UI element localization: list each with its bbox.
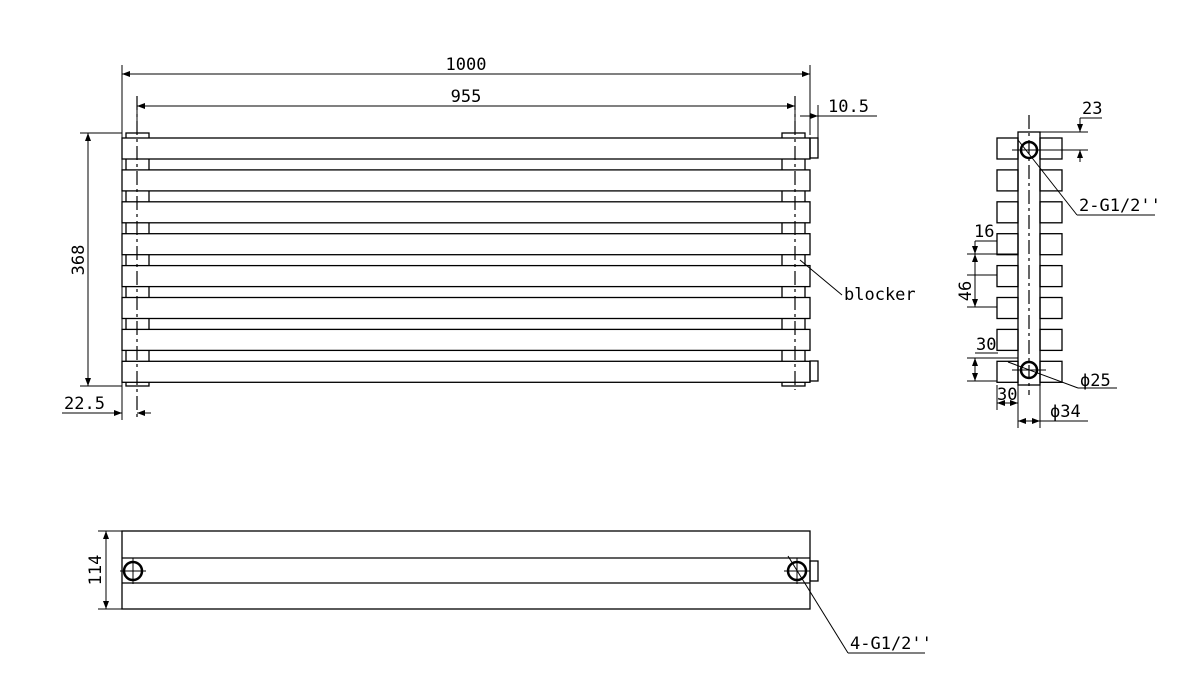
tube bbox=[121, 169, 811, 192]
tube bbox=[121, 233, 811, 256]
tube bbox=[121, 264, 811, 288]
tube bbox=[121, 296, 811, 320]
fin-right bbox=[1039, 360, 1063, 383]
fin-right bbox=[1039, 201, 1063, 224]
tube bbox=[121, 360, 811, 383]
right-header bbox=[781, 132, 806, 387]
dimension-height: 368 bbox=[69, 132, 122, 387]
blocker-callout: blocker bbox=[799, 259, 916, 305]
dimension-label: 16 bbox=[974, 222, 994, 242]
fin-left bbox=[996, 169, 1019, 192]
fin-left bbox=[996, 328, 1019, 352]
dimension-label: 46 bbox=[956, 281, 976, 301]
inlet-bottom-label: 4-G1/2'' bbox=[850, 634, 932, 654]
dimension-overall-width: 1000 bbox=[121, 55, 811, 420]
fin-right bbox=[1039, 328, 1063, 352]
tube bbox=[121, 137, 811, 160]
fin-right bbox=[1039, 169, 1063, 192]
fin-right bbox=[1039, 264, 1063, 288]
dimension-offset-right: 10.5 bbox=[800, 97, 877, 140]
front-view bbox=[121, 96, 819, 420]
fin-left bbox=[996, 264, 1019, 288]
dimension-label: 1000 bbox=[446, 55, 487, 75]
dimension-label: 30 bbox=[976, 335, 996, 355]
dimension-label: 30 bbox=[997, 385, 1017, 405]
fin-left bbox=[996, 137, 1019, 160]
dimension-label: 23 bbox=[1082, 99, 1102, 119]
dimension-label: 10.5 bbox=[828, 97, 869, 117]
connector-top bbox=[809, 137, 819, 159]
fin-right bbox=[1039, 296, 1063, 320]
fin-left bbox=[996, 296, 1019, 320]
dimension-label: ϕ34 bbox=[1050, 402, 1081, 422]
dimension-offset-left: 22.5 bbox=[62, 394, 151, 416]
side-dims: 23 2-G1/2'' 16 46 30 ϕ25 30 ϕ34 bbox=[956, 99, 1161, 428]
top-view: 114 4-G1/2'' bbox=[86, 530, 932, 654]
dimension-label: ϕ25 bbox=[1080, 371, 1111, 391]
dimension-label: 368 bbox=[69, 245, 89, 276]
fin-left bbox=[996, 201, 1019, 224]
dimension-label: 955 bbox=[451, 87, 482, 107]
dimension-label: 22.5 bbox=[64, 394, 105, 414]
connector-bottom bbox=[809, 360, 819, 382]
dimension-center-width: 955 bbox=[136, 87, 796, 132]
blocker-label: blocker bbox=[844, 285, 916, 305]
inlet-side-label: 2-G1/2'' bbox=[1079, 196, 1161, 216]
tube bbox=[121, 328, 811, 352]
fin-right bbox=[1039, 233, 1063, 256]
side-view bbox=[996, 115, 1063, 395]
tube bbox=[121, 201, 811, 224]
fin-right bbox=[1039, 137, 1063, 160]
fin-left bbox=[996, 233, 1019, 256]
dimension-label: 114 bbox=[86, 555, 106, 586]
